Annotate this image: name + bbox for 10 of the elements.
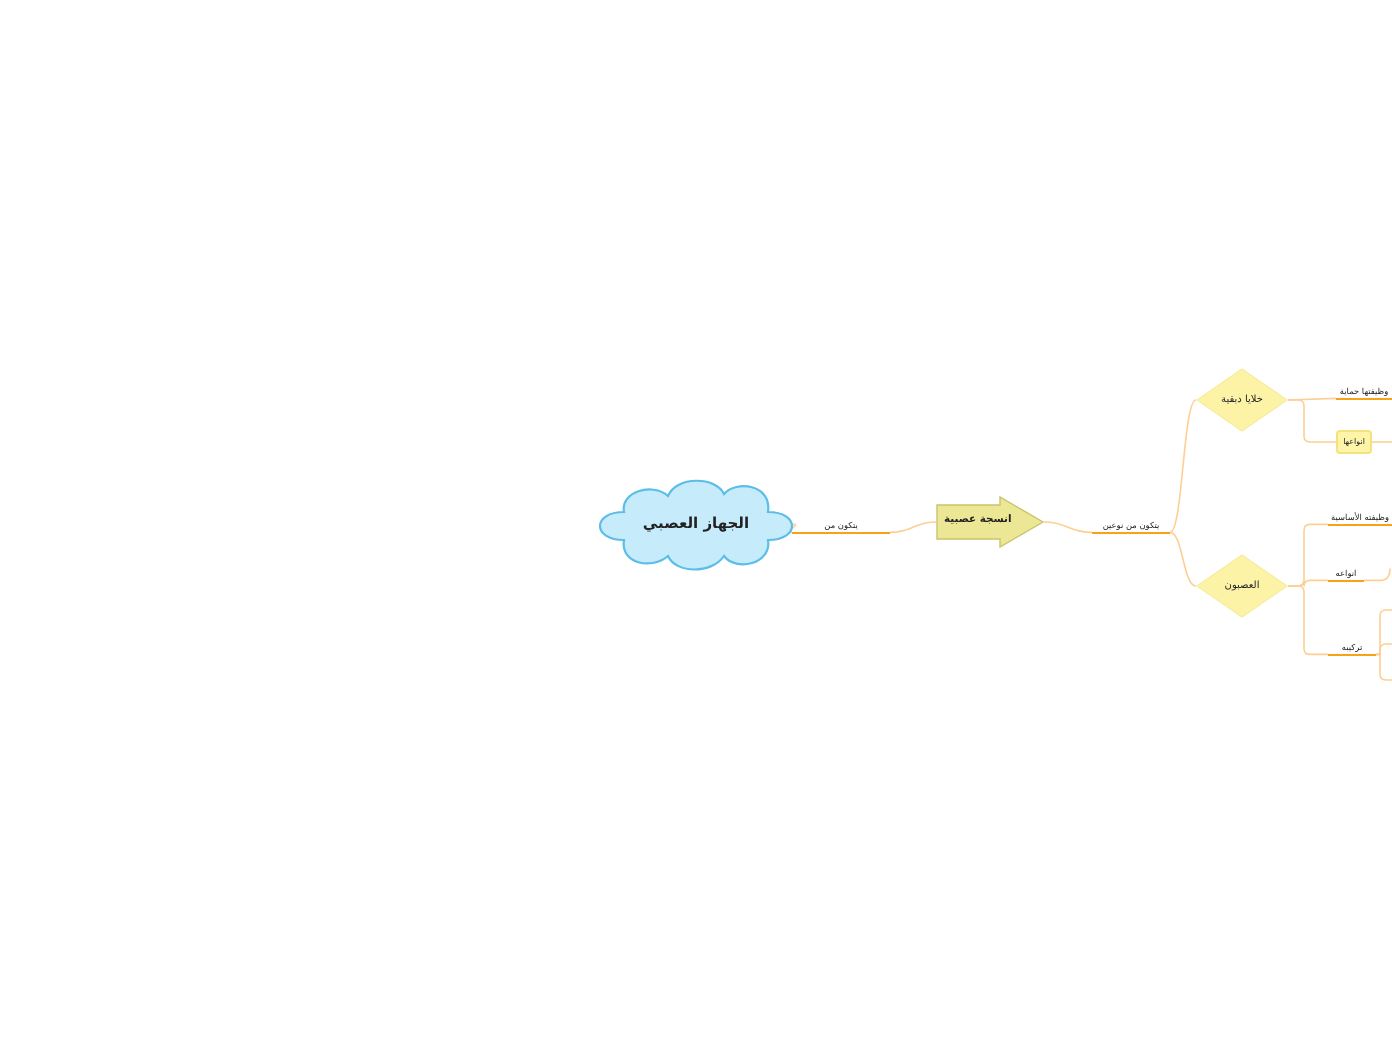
connector xyxy=(1287,399,1337,443)
connector xyxy=(1371,441,1392,443)
connector xyxy=(1043,521,1093,534)
connector xyxy=(1287,585,1329,656)
connector xyxy=(1363,567,1391,582)
connector xyxy=(1375,653,1392,681)
connector xyxy=(1375,643,1392,656)
connector xyxy=(1169,531,1197,587)
connector xyxy=(889,521,937,534)
connector xyxy=(1169,399,1197,534)
